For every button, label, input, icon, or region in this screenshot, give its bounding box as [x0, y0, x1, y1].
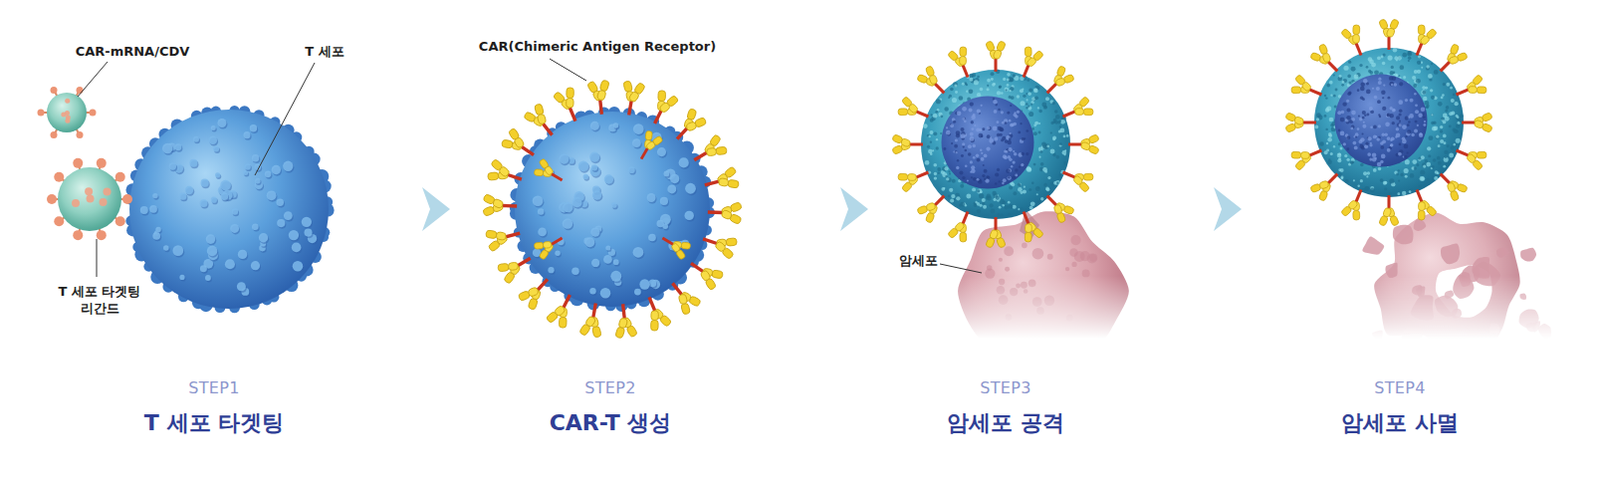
step-number: STEP4: [1373, 378, 1425, 398]
step3-art: [892, 40, 1130, 371]
callout-label: T 세포: [304, 43, 344, 61]
callout-label: T 세포 타겟팅 리간드: [53, 283, 146, 318]
step-panel: STEP2CAR-T 생성: [457, 19, 777, 449]
leader-line: [939, 263, 982, 273]
leader-line: [254, 62, 315, 176]
step-arrow: [1155, 202, 1218, 217]
step-number: STEP1: [188, 378, 239, 398]
callout-label: 암세포: [899, 252, 938, 270]
callout-label: CAR-mRNA/CDV: [75, 43, 191, 61]
step-title: 암세포 공격: [946, 408, 1065, 439]
step-arrow: [359, 202, 427, 217]
step-number: STEP3: [979, 378, 1031, 398]
step-title: 암세포 사멸: [1341, 408, 1459, 439]
step-panel: STEP3 암세포 공격: [876, 19, 1150, 449]
leader-lines: [77, 58, 982, 277]
step-title: T 세포 타겟팅: [144, 408, 284, 439]
step1-art: [37, 86, 335, 313]
leader-line: [77, 61, 108, 97]
step-number: STEP2: [584, 378, 636, 398]
step-panel: STEP4 암세포 사멸: [1249, 19, 1579, 449]
step-panel: STEP1 T 세포 타겟팅: [19, 19, 354, 449]
step-title: CAR-T 생성: [549, 408, 673, 439]
step2-art: [481, 78, 742, 340]
step4-art: [1285, 18, 1552, 353]
step-arrow: [782, 202, 845, 217]
leader-line: [96, 238, 98, 277]
callout-label: CAR(Chimeric Antigen Receptor): [478, 38, 716, 56]
leader-line: [549, 58, 587, 81]
